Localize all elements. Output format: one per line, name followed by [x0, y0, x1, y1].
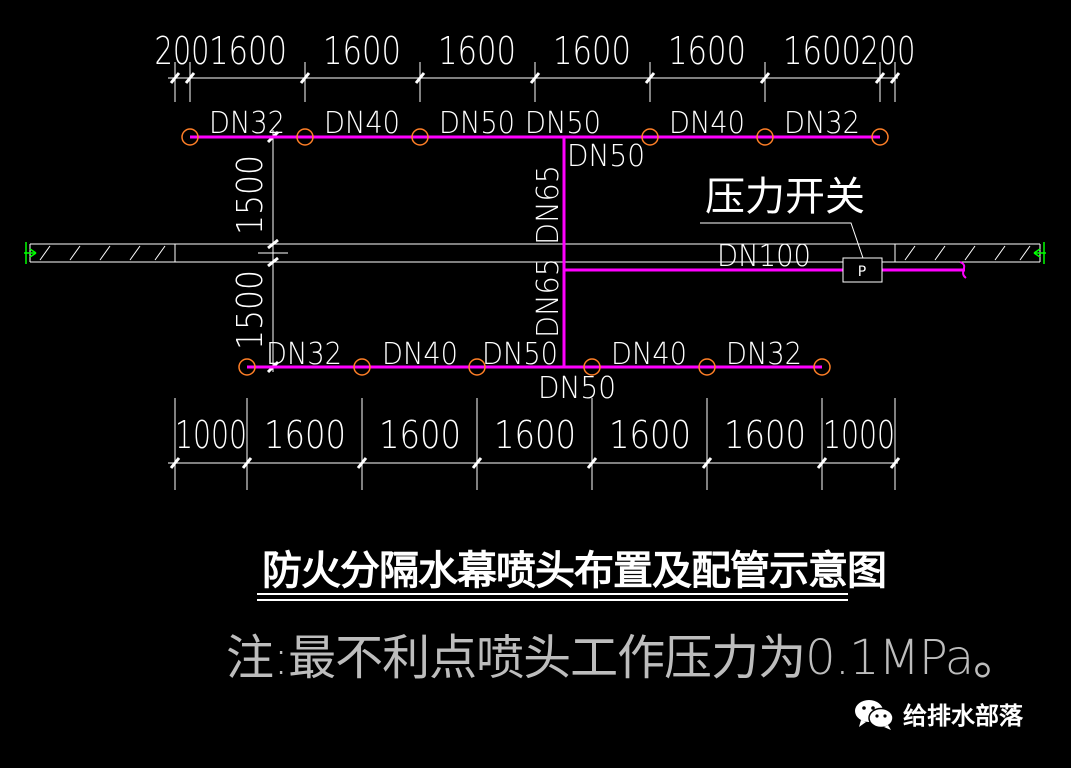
dim-text: 200: [155, 29, 210, 73]
wechat-icon: [855, 699, 894, 730]
dim-text: 1600: [783, 29, 861, 73]
sprinkler-head: [583, 358, 601, 376]
dim-text: 1000: [823, 413, 895, 457]
pipe-label: DN50: [439, 106, 515, 141]
bottom-dimension-lines: [168, 398, 898, 490]
vert-dim-text: 1500: [230, 270, 271, 350]
sprinkler-head: [353, 358, 371, 376]
vert-dim-text: 1500: [230, 155, 271, 235]
sprinkler-head: [238, 358, 256, 376]
dim-text: 1600: [494, 413, 576, 457]
dim-text: 1600: [553, 29, 631, 73]
sprinkler-head: [813, 358, 831, 376]
dim-text: 1600: [724, 413, 806, 457]
dim-text: 1600: [323, 29, 401, 73]
watermark-text: 给排水部落: [903, 702, 1023, 730]
sprinklers-bottom: [238, 358, 831, 376]
riser-dn50-label-lower: DN50: [538, 371, 616, 406]
dim-text: 1600: [379, 413, 461, 457]
dim-text: 1600: [438, 29, 516, 73]
sprinkler-head: [641, 128, 659, 146]
top-dimension-texts: 200 1600 1600 1600 1600 1600 1600 200: [155, 29, 916, 73]
pipe-label: DN32: [784, 106, 860, 141]
pipe-break-symbol: [959, 261, 967, 279]
top-dimension-lines: [168, 62, 898, 102]
pipe-label: DN32: [209, 106, 285, 141]
sprinkler-head: [871, 128, 889, 146]
pipe-label: DN40: [382, 337, 458, 372]
dim-text: 1600: [668, 29, 746, 73]
title-underline: [257, 593, 848, 601]
diagram-title: 防火分隔水幕喷头布置及配管示意图: [262, 548, 887, 594]
dim-text: 1000: [175, 413, 247, 457]
pipe-label: DN40: [611, 337, 687, 372]
sprinkler-head: [181, 128, 199, 146]
pipe-label: DN50: [482, 337, 558, 372]
pressure-switch-symbol: P: [858, 264, 866, 280]
bottom-dimension-texts: 1000 1600 1600 1600 1600 1600 1000: [175, 413, 895, 457]
riser-dn50-label-upper: DN50: [567, 139, 645, 174]
pipe-label: DN32: [726, 337, 802, 372]
pipe-label: DN32: [266, 337, 342, 372]
pipe-label: DN40: [324, 106, 400, 141]
dim-text: 1600: [609, 413, 691, 457]
riser-label: DN65: [531, 165, 566, 245]
pipe-label: DN50: [525, 106, 601, 141]
riser-label: DN65: [531, 258, 566, 338]
sprinkler-head: [411, 128, 429, 146]
dim-text: 200: [861, 29, 916, 73]
sprinkler-head: [468, 358, 486, 376]
top-pipe-labels: DN32 DN40 DN50 DN50 DN40 DN32: [209, 106, 860, 141]
watermark: 给排水部落: [853, 696, 1023, 731]
pressure-switch-label: 压力开关: [705, 174, 865, 220]
top-dimension-ticks: [169, 72, 901, 84]
pressure-switch: P: [700, 222, 883, 283]
pipe-network: [190, 135, 965, 369]
pipe-label: DN40: [669, 106, 745, 141]
dim-text: 1600: [264, 413, 346, 457]
bottom-pipe-labels: DN32 DN40 DN50 DN40 DN32: [266, 337, 802, 372]
dim-text: 1600: [209, 29, 287, 73]
sprinkler-head: [698, 358, 716, 376]
axis-marker-right: [1033, 242, 1046, 264]
bottom-dimension-ticks: [169, 457, 901, 469]
diagram-note: 注:最不利点喷头工作压力为0.1MPa。: [226, 630, 1021, 686]
sprinklers-top: [181, 128, 889, 146]
main-pipe-label: DN100: [717, 239, 811, 274]
axis-marker-left: [24, 242, 37, 264]
sprinkler-head: [756, 128, 774, 146]
sprinkler-head: [296, 128, 314, 146]
